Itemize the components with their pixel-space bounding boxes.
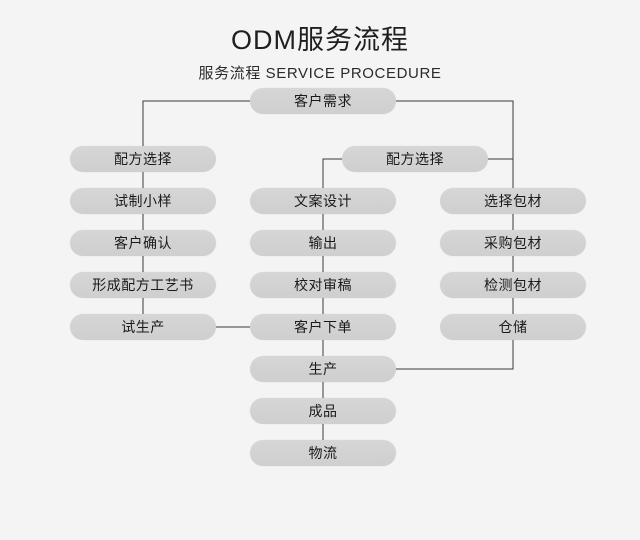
node-finished-product[interactable]: 成品 [250,398,396,424]
wire-start-to-left-column [142,100,250,146]
node-logistics[interactable]: 物流 [250,440,396,466]
node-customer-order[interactable]: 客户下单 [250,314,396,340]
node-copywriting-design[interactable]: 文案设计 [250,188,396,214]
node-warehousing[interactable]: 仓储 [440,314,586,340]
node-select-packaging[interactable]: 选择包材 [440,188,586,214]
wire-branch-to-middle-column [322,158,342,188]
page-subtitle: 服务流程 SERVICE PROCEDURE [198,65,442,82]
node-customer-confirmation[interactable]: 客户确认 [70,230,216,256]
wire-warehouse-to-production [396,340,514,370]
wire-branch-to-right-column [488,158,514,188]
node-output[interactable]: 输出 [250,230,396,256]
node-formula-selection-left[interactable]: 配方选择 [70,146,216,172]
node-trial-production[interactable]: 试生产 [70,314,216,340]
node-production[interactable]: 生产 [250,356,396,382]
node-purchase-packaging[interactable]: 采购包材 [440,230,586,256]
node-formula-process-document[interactable]: 形成配方工艺书 [70,272,216,298]
page-title: ODM服务流程 [231,25,409,55]
node-inspect-packaging[interactable]: 检测包材 [440,272,586,298]
node-formula-selection-branch[interactable]: 配方选择 [342,146,488,172]
node-trial-sample[interactable]: 试制小样 [70,188,216,214]
wire-start-to-right-trunk [396,100,514,159]
node-customer-requirement[interactable]: 客户需求 [250,88,396,114]
node-proofreading-review[interactable]: 校对审稿 [250,272,396,298]
